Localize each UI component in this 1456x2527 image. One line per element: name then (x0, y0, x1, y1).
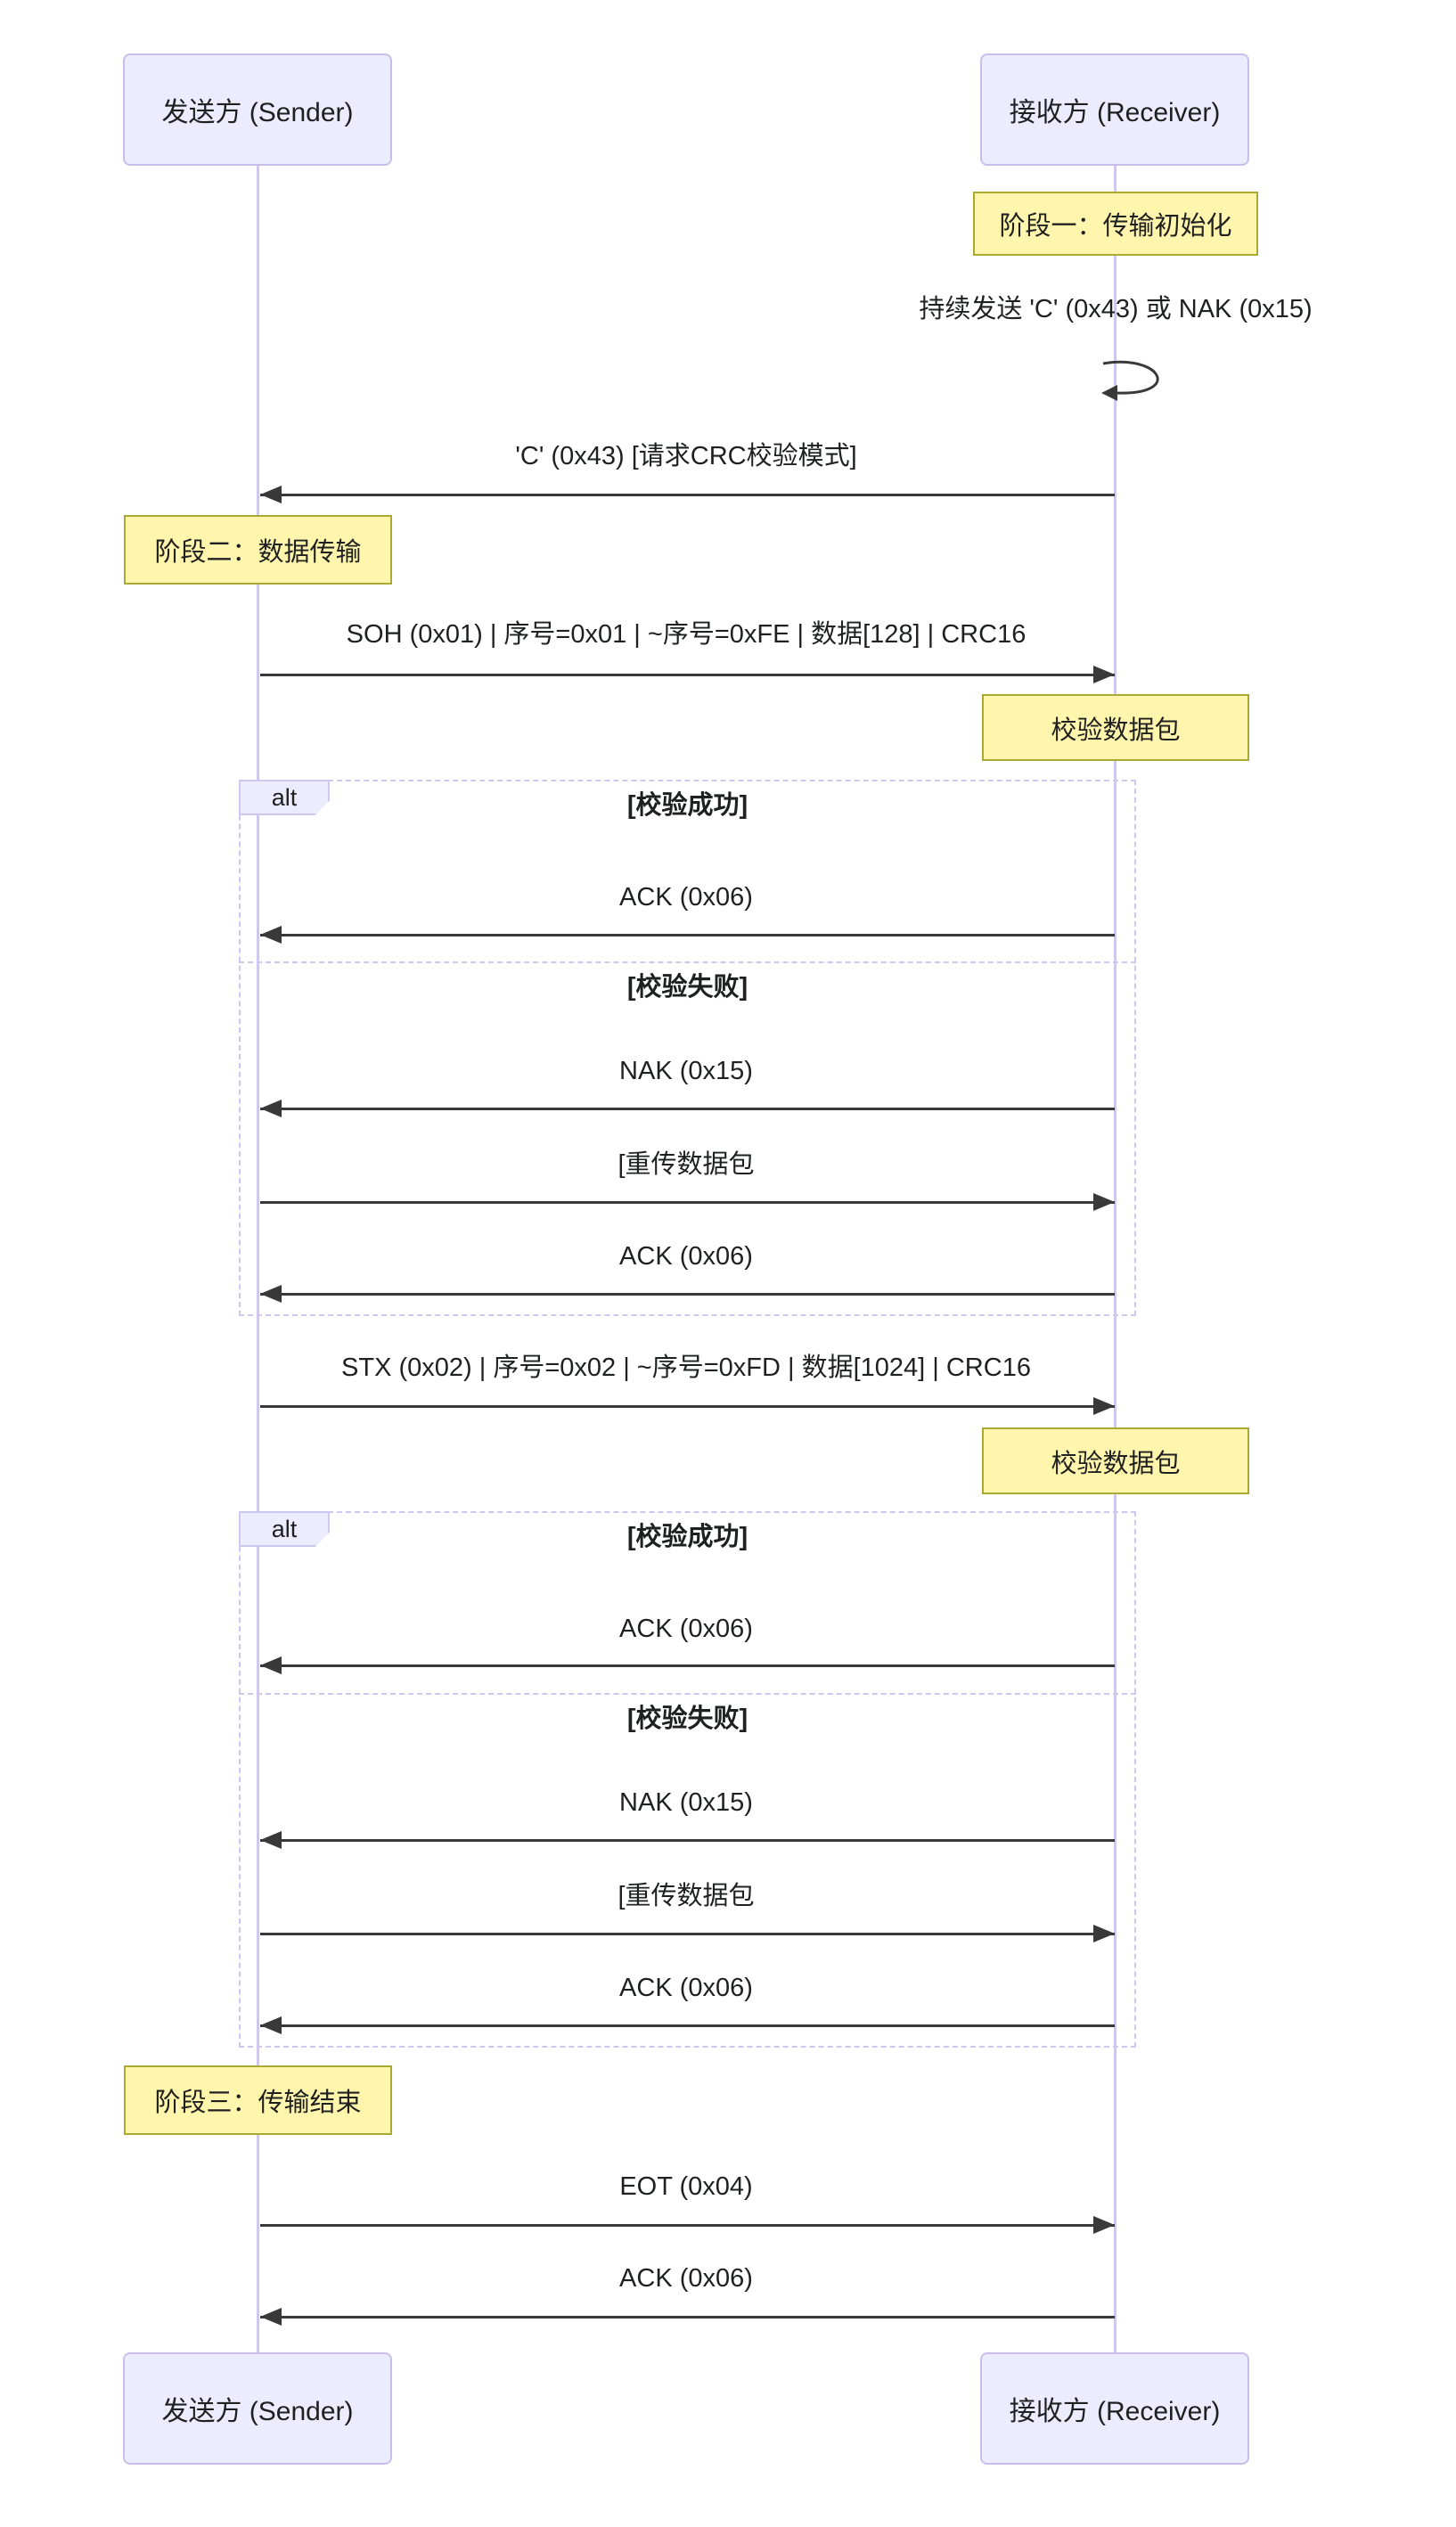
message-crc-request-line (260, 494, 1115, 496)
note-phase2-text: 阶段二：数据传输 (154, 538, 362, 567)
message-eot-text: EOT (0x04) (619, 2172, 753, 2201)
message-ack-2-text: ACK (0x06) (619, 1242, 753, 1271)
lifeline-sender (257, 166, 259, 2352)
lifeline-receiver (1114, 166, 1117, 2352)
message-retransmit-1-text: [重传数据包 (618, 1150, 755, 1179)
arrowhead-right (1093, 2216, 1115, 2234)
note-phase2: 阶段二：数据传输 (124, 515, 392, 585)
arrowhead-left (260, 1285, 282, 1303)
alt1-guard-fail: [校验失败] (626, 973, 748, 1002)
message-stx-packet-text: STX (0x02) | 序号=0x02 | ~序号=0xFD | 数据[102… (341, 1353, 1031, 1382)
message-nak-1-line (260, 1108, 1115, 1110)
note-phase1: 阶段一：传输初始化 (973, 192, 1258, 256)
message-ack-3-text: ACK (0x06) (619, 1615, 753, 1643)
message-crc-request-text: 'C' (0x43) [请求CRC校验模式] (515, 442, 857, 470)
note-phase1-text: 阶段一：传输初始化 (999, 212, 1232, 241)
message-eot-line (260, 2224, 1115, 2227)
message-retransmit-1-line (260, 1201, 1115, 1204)
message-ack-4-line (260, 2024, 1115, 2027)
message-soh-packet-line (260, 674, 1115, 676)
note-verify-packet-1-text: 校验数据包 (1051, 716, 1181, 745)
actor-sender-bottom: 发送方 (Sender) (123, 2352, 392, 2465)
alt-label-2-text: alt (271, 1515, 298, 1542)
alt2-divider (239, 1693, 1136, 1695)
message-retransmit-2-text: [重传数据包 (618, 1882, 755, 1910)
arrowhead-right (1093, 1193, 1115, 1211)
arrowhead-left (260, 1831, 282, 1849)
arrowhead-left (260, 486, 282, 503)
alt-frame-2 (239, 1511, 1136, 2048)
message-soh-packet-text: SOH (0x01) | 序号=0x01 | ~序号=0xFE | 数据[128… (346, 620, 1027, 649)
arrowhead-right (1093, 666, 1115, 683)
message-ack-1-text: ACK (0x06) (619, 883, 753, 912)
note-verify-packet-2: 校验数据包 (982, 1427, 1249, 1494)
message-nak-1-text: NAK (0x15) (619, 1057, 753, 1085)
actor-receiver-label: 接收方 (Receiver) (1009, 98, 1221, 127)
note-phase3: 阶段三：传输结束 (124, 2065, 392, 2135)
actor-sender-top: 发送方 (Sender) (123, 53, 392, 166)
alt1-guard-success: [校验成功] (626, 791, 748, 820)
alt-label-1-text: alt (271, 783, 298, 811)
arrowhead-left (260, 2308, 282, 2326)
alt-frame-1 (239, 780, 1136, 1316)
note-phase3-text: 阶段三：传输结束 (154, 2089, 362, 2117)
actor-sender-label: 发送方 (Sender) (161, 98, 354, 127)
arrowhead-right (1093, 1397, 1115, 1415)
message-nak-2-line (260, 1839, 1115, 1842)
arrowhead-left (260, 1100, 282, 1117)
alt1-divider (239, 961, 1136, 963)
self-loop-arrow (1101, 360, 1159, 401)
message-nak-2-text: NAK (0x15) (619, 1788, 753, 1817)
message-ack-4-text: ACK (0x06) (619, 1974, 753, 2002)
arrowhead-left (260, 1656, 282, 1674)
alt-label-2: alt (239, 1511, 330, 1547)
message-ack-1-line (260, 934, 1115, 936)
actor-sender-bottom-label: 发送方 (Sender) (161, 2397, 354, 2426)
arrowhead-left (260, 926, 282, 944)
actor-receiver-bottom: 接收方 (Receiver) (980, 2352, 1249, 2465)
actor-receiver-top: 接收方 (Receiver) (980, 53, 1249, 166)
arrowhead-right (1093, 1925, 1115, 1942)
message-ack-2-line (260, 1293, 1115, 1296)
message-ack-final-text: ACK (0x06) (619, 2264, 753, 2293)
alt-label-1: alt (239, 780, 330, 815)
note-verify-packet-1: 校验数据包 (982, 694, 1249, 761)
alt2-guard-fail: [校验失败] (626, 1705, 748, 1733)
message-ack-final-line (260, 2316, 1115, 2318)
message-stx-packet-line (260, 1405, 1115, 1408)
actor-receiver-bottom-label: 接收方 (Receiver) (1009, 2397, 1221, 2426)
message-self-poll-text: 持续发送 'C' (0x43) 或 NAK (0x15) (919, 295, 1313, 323)
note-verify-packet-2-text: 校验数据包 (1051, 1449, 1181, 1478)
arrowhead-left (260, 2016, 282, 2034)
alt2-guard-success: [校验成功] (626, 1523, 748, 1551)
message-retransmit-2-line (260, 1933, 1115, 1935)
message-ack-3-line (260, 1664, 1115, 1667)
